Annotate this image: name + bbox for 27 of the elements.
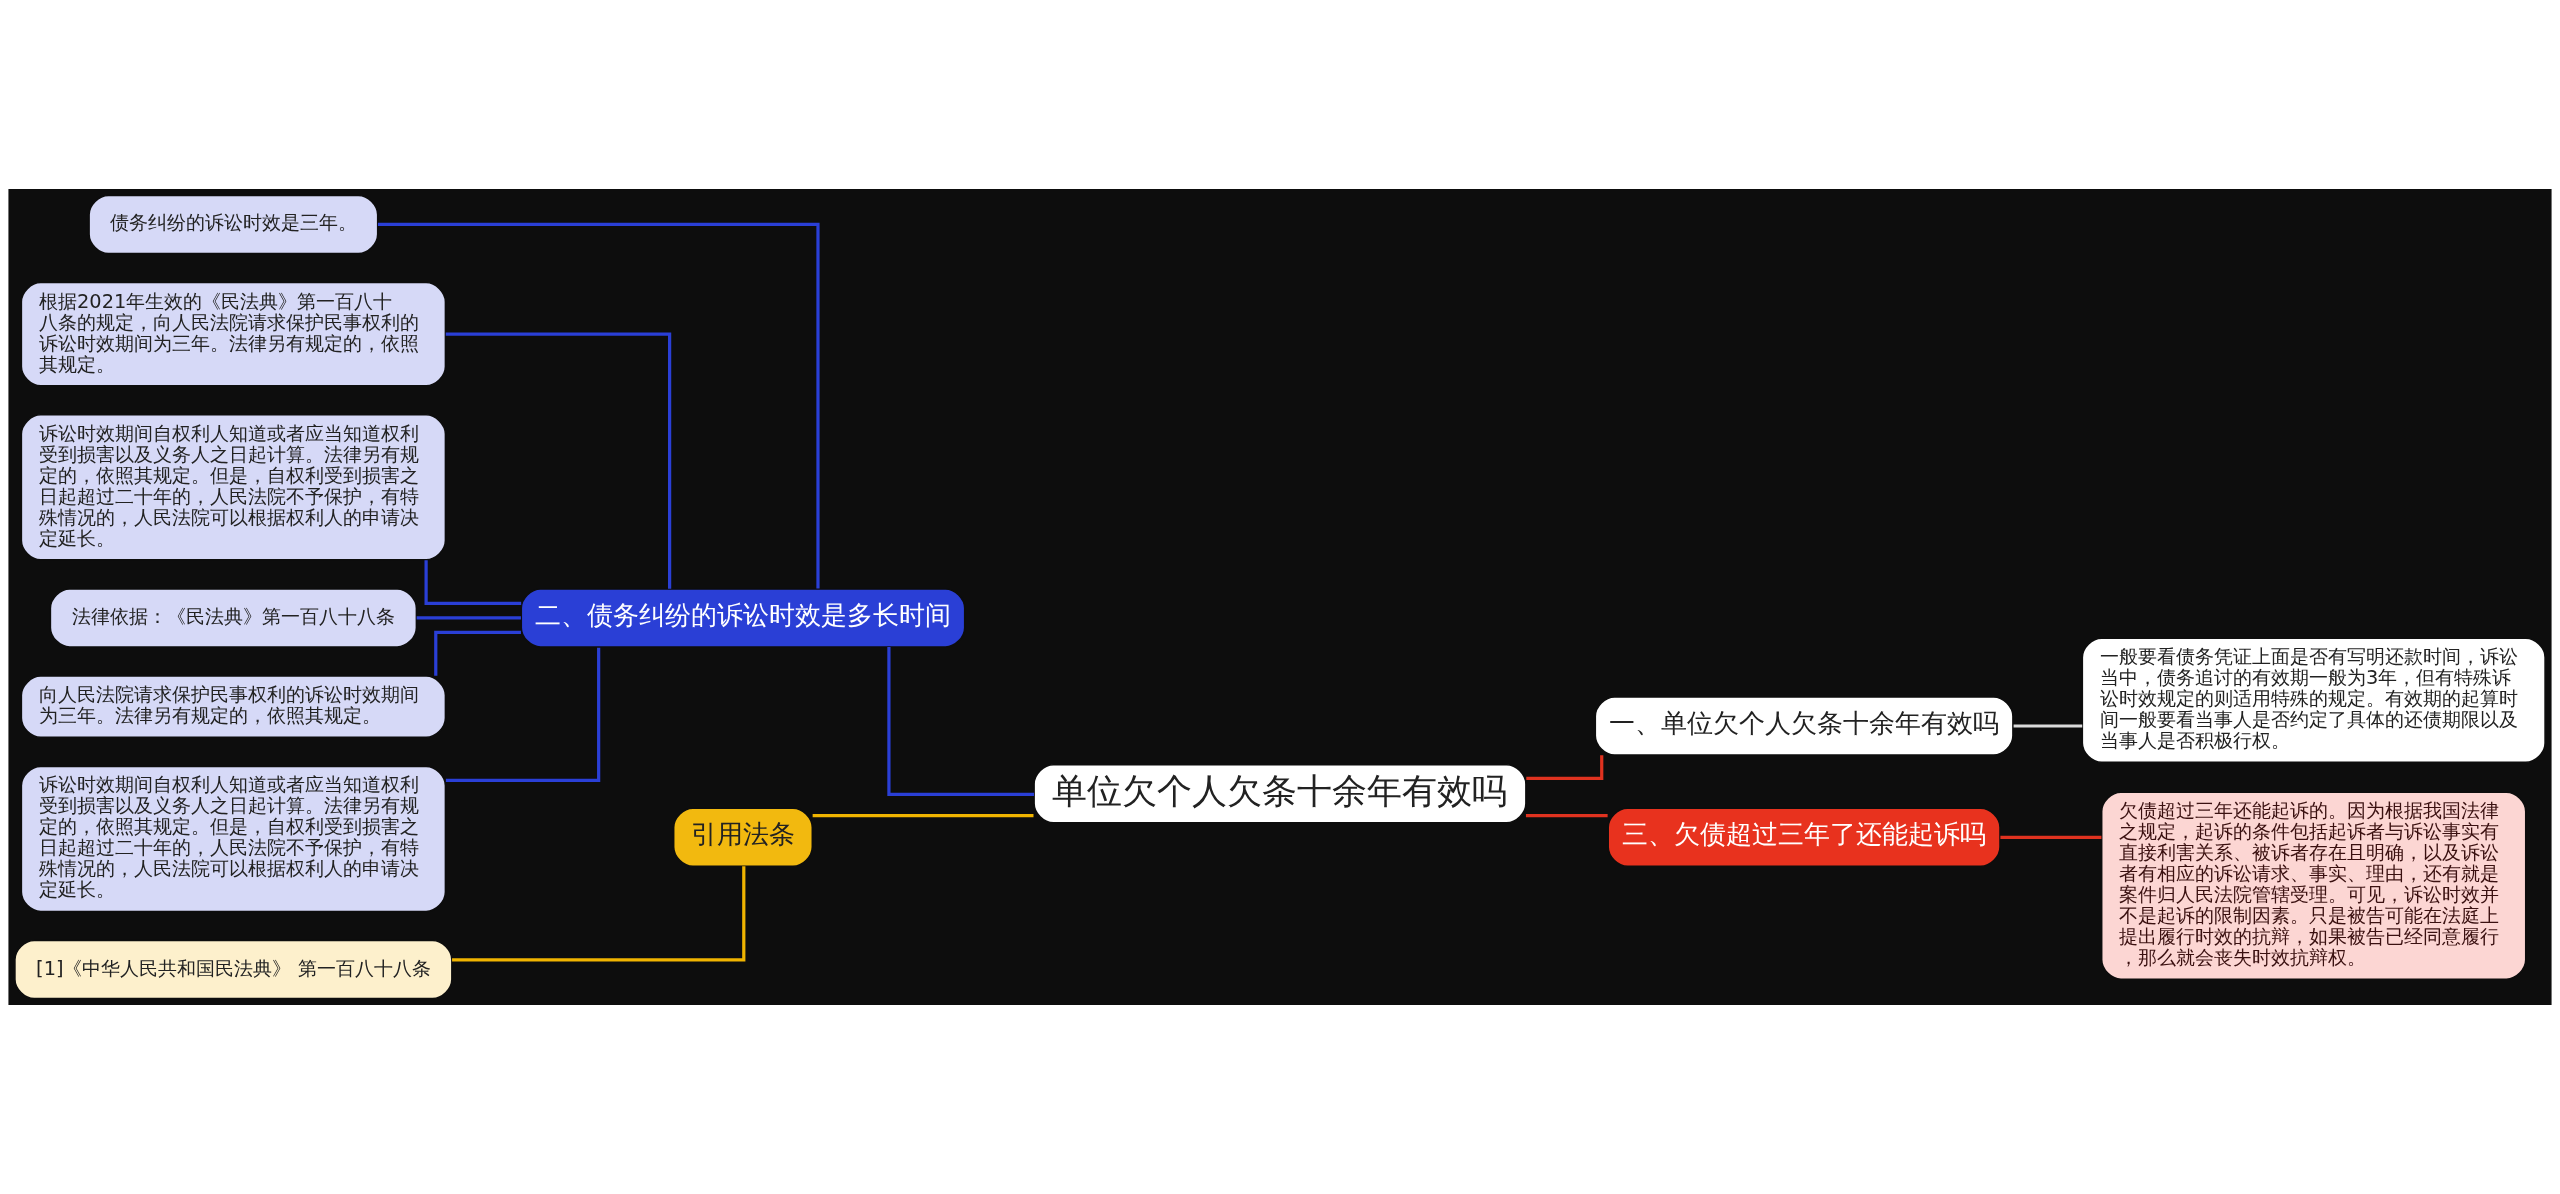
- node-box: 一般要看债务凭证上面是否有写明还款时间，诉讼当中，债务追讨的有效期一般为3年，但有特殊诉讼时效规定的则适用特殊的规定。有效期的起算时间一般要看当事人是否约定了具体的还债期限以及当事人是否积极行权。: [2081, 637, 2546, 764]
- node-box: 单位欠个人欠条十余年有效吗: [1033, 763, 1527, 824]
- connector: [434, 630, 521, 676]
- connector: [1525, 813, 1608, 818]
- connector: [2013, 724, 2083, 728]
- connector: [445, 647, 601, 782]
- connector: [1526, 755, 1604, 781]
- connector: [377, 222, 820, 589]
- connector: [812, 813, 1034, 818]
- node-box: 一、单位欠个人欠条十余年有效吗: [1594, 696, 2014, 756]
- node-box: 债务纠纷的诉讼时效是三年。: [88, 194, 379, 255]
- node-box: 欠债超过三年还能起诉的。因为根据我国法律之规定，起诉的条件包括起诉者与诉讼事实有直接利害关系、被诉者存在且明确，以及诉讼者有相应的诉讼请求、事实、理由，还有就是案件归人民法院管辖受理。可见，诉讼时效并不是起诉的限制因素。只是被告可能在法庭上提出履行时效的抗辩，如果被告已经同意履行，那么就会丧失时效抗辩权。: [2100, 791, 2527, 980]
- connector: [416, 616, 521, 620]
- node-box: 根据2021年生效的《民法典》第一百八十八条的规定，向人民法院请求保护民事权利的诉讼时效期间为三年。法律另有规定的，依照其规定。: [20, 281, 447, 387]
- connector: [452, 866, 746, 962]
- node-box: 法律依据：《民法典》第一百八十八条: [49, 588, 418, 648]
- connector: [2000, 835, 2102, 839]
- node-box: 诉讼时效期间自权利人知道或者应当知道权利受到损害以及义务人之日起计算。法律另有规定的，依照其规定。但是，自权利受到损害之日起超过二十年的，人民法院不予保护，有特殊情况的，人民法院可以根据权利人的申请决定延长。: [20, 765, 447, 913]
- connector: [887, 647, 1034, 796]
- node-box: [1]《中华人民共和国民法典》 第一百八十八条: [14, 939, 453, 1000]
- node-box: 引用法条: [672, 807, 814, 868]
- node-box: 三、欠债超过三年了还能起诉吗: [1607, 807, 2001, 868]
- connector: [445, 332, 672, 589]
- node-box: 向人民法院请求保护民事权利的诉讼时效期间为三年。法律另有规定的，依照其规定。: [20, 675, 447, 739]
- node-box: 诉讼时效期间自权利人知道或者应当知道权利受到损害以及义务人之日起计算。法律另有规定的，依照其规定。但是，自权利受到损害之日起超过二十年的，人民法院不予保护，有特殊情况的，人民法院可以根据权利人的申请决定延长。: [20, 413, 447, 561]
- connector: [424, 560, 522, 606]
- node-box: 二、债务纠纷的诉讼时效是多长时间: [520, 588, 966, 648]
